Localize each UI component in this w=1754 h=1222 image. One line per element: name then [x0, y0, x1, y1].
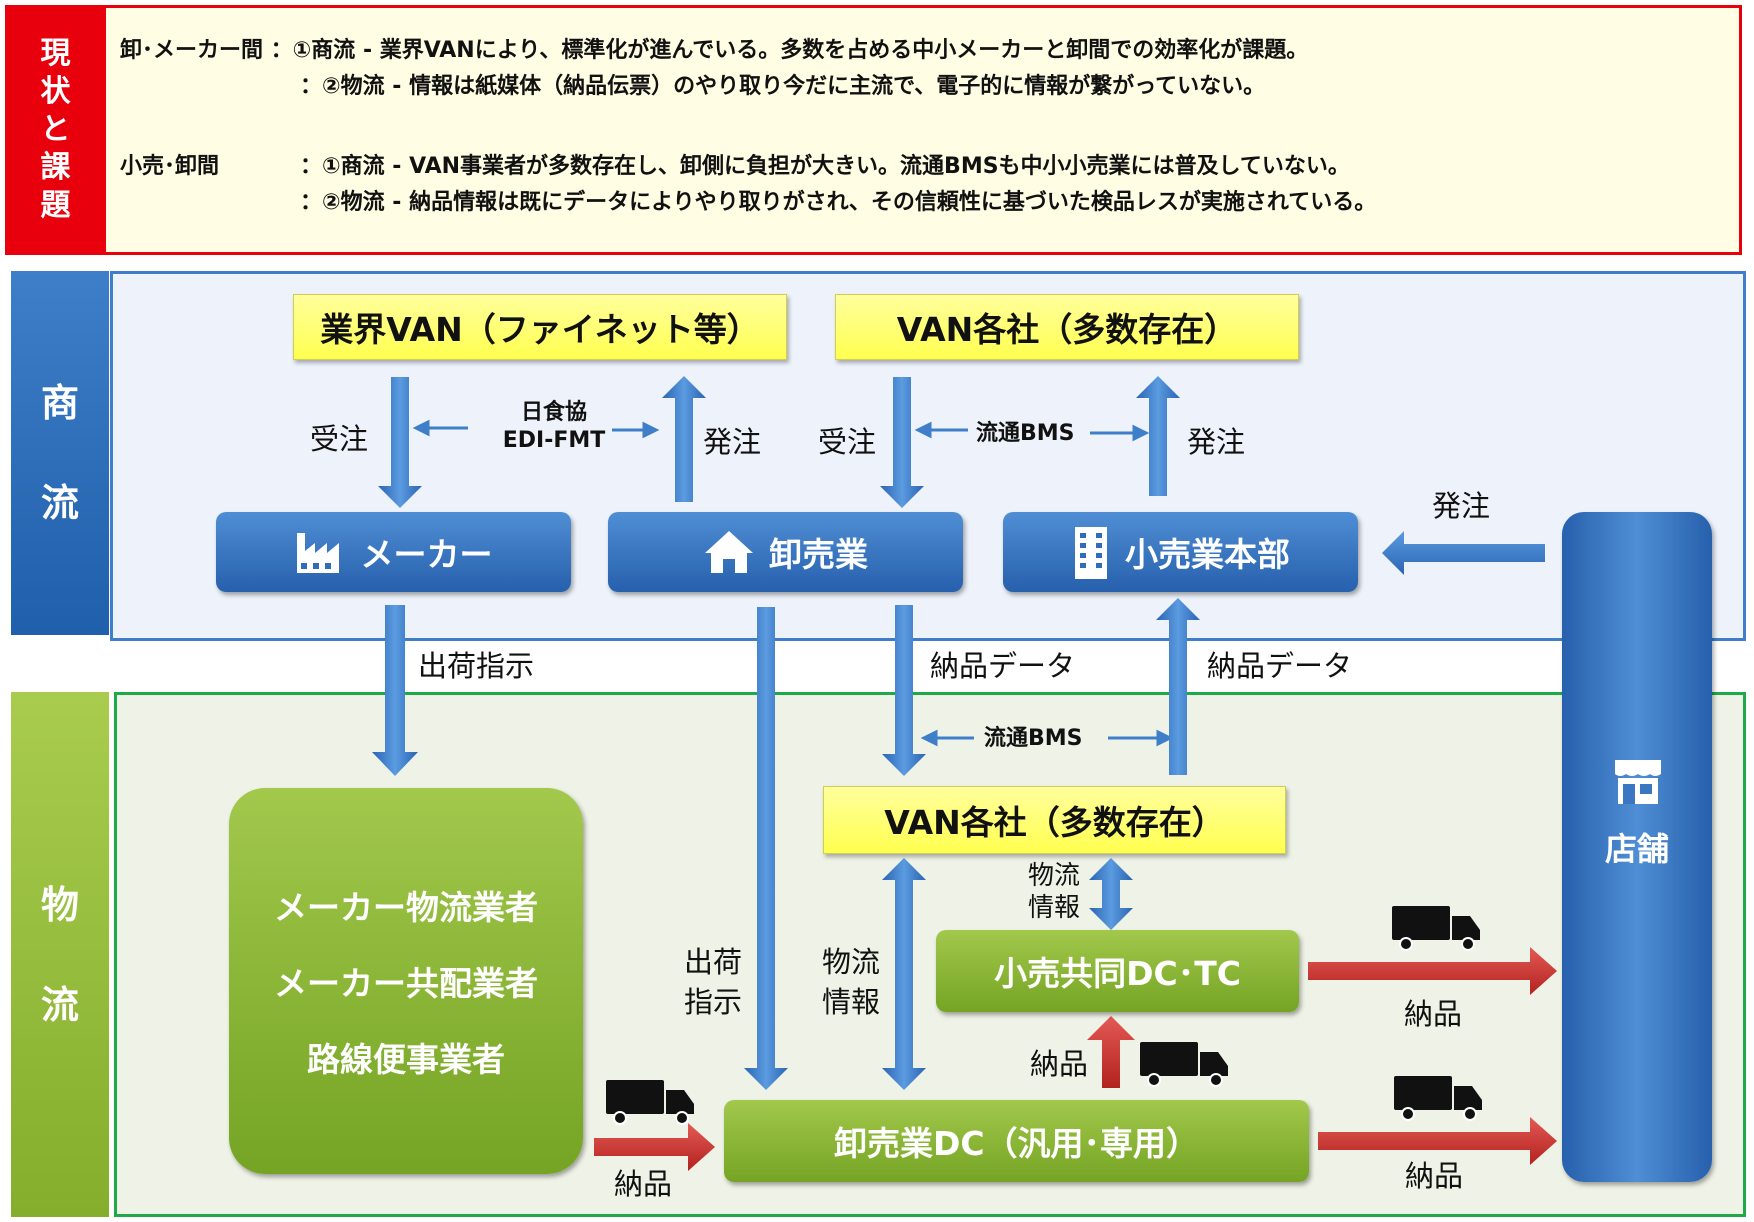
order-place-label: 発注	[1187, 425, 1246, 459]
maker-logistics-line: メーカー共配業者	[274, 964, 538, 1003]
bms-label: 流通BMS	[976, 421, 1075, 446]
arrow-down-industry-van-to-maker	[378, 377, 422, 508]
delivery-data-label: 納品データ	[930, 649, 1076, 683]
section-tag-char: 流	[40, 481, 79, 525]
store-box: 店舗	[1562, 512, 1712, 1182]
logistics-info-line: 情報	[1028, 893, 1081, 923]
logistics-info-label: 物流 情報	[1028, 860, 1080, 924]
issue-line: ：①商流 - VAN事業者が多数存在し、卸側に負担が大きい。流通BMSも中小小売…	[300, 154, 1350, 179]
industry-van-box: 業界VAN（ファイネット等）	[293, 294, 787, 360]
issues-tag: 現 状 と 課 題	[5, 5, 106, 255]
logistics-info-line: 情報	[822, 985, 881, 1019]
delivery-label: 納品	[614, 1167, 673, 1201]
section-tag-char: 物	[40, 882, 79, 927]
order-receive-label: 受注	[310, 422, 369, 456]
arrow-down-wholesale-to-van-bottom	[882, 605, 926, 776]
delivery-label: 納品	[1030, 1047, 1089, 1081]
store-label: 店舗	[1604, 830, 1669, 868]
retail-hq-label: 小売業本部	[1125, 535, 1290, 574]
arrow-delivery-dc-to-store	[1318, 1117, 1557, 1165]
truck-icon	[1140, 1042, 1228, 1087]
arrow-updown-van-to-retail-dc	[1089, 858, 1133, 930]
shipping-instruction-label: 出荷 指示	[684, 942, 742, 1022]
section-tag-char: 流	[40, 982, 79, 1027]
issue-line: 小売･卸間	[120, 154, 220, 179]
edi-label-line: 日食協	[520, 400, 587, 425]
retail-dc-box: 小売共同DC･TC	[936, 930, 1299, 1012]
retail-hq-box: 小売業本部	[1003, 512, 1358, 592]
delivery-data-label: 納品データ	[1207, 649, 1353, 683]
shipping-instruction-label: 出荷指示	[418, 649, 535, 683]
arrow-down-van-to-wholesale	[880, 377, 924, 508]
store-icon	[1615, 760, 1661, 804]
order-place-label: 発注	[703, 425, 762, 459]
issues-tag-char: 題	[40, 188, 71, 223]
arrow-delivery-up-to-retail-dc	[1087, 1016, 1135, 1088]
arrow-up-van-to-retail-hq	[1156, 598, 1200, 775]
issues-tag-char: と	[40, 112, 71, 147]
arrow-updown-van-to-dc	[882, 858, 926, 1090]
factory-icon	[296, 533, 339, 573]
truck-icon	[606, 1080, 694, 1125]
edi-label-line: EDI-FMT	[502, 428, 606, 453]
house-icon	[705, 531, 753, 573]
maker-logistics-line: メーカー物流業者	[274, 888, 538, 927]
logistics-info-line: 物流	[822, 945, 881, 979]
arrow-down-wholesale-to-dc	[744, 607, 788, 1090]
bms-label: 流通BMS	[984, 726, 1083, 751]
arrow-delivery-retail-dc-to-store	[1308, 947, 1557, 995]
maker-logistics-box: メーカー物流業者 メーカー共配業者 路線便事業者	[229, 788, 583, 1174]
wholesale-label: 卸売業	[769, 535, 868, 574]
issues-tag-char: 状	[40, 74, 71, 109]
shipping-instruction-line: 出荷	[684, 945, 743, 979]
logistics-info-label: 物流 情報	[822, 942, 880, 1022]
truck-icon	[1394, 1076, 1482, 1121]
delivery-label: 納品	[1405, 1159, 1464, 1193]
van-many-top-box: VAN各社（多数存在）	[835, 294, 1299, 360]
truck-icon	[1392, 906, 1480, 951]
maker-box: メーカー	[216, 512, 571, 592]
building-icon	[1075, 527, 1107, 579]
logistics-info-line: 物流	[1028, 861, 1081, 891]
wholesale-dc-box: 卸売業DC（汎用･専用）	[724, 1100, 1309, 1182]
issue-line: ：②物流 - 情報は紙媒体（納品伝票）のやり取り今だに主流で、電子的に情報が繋が…	[300, 74, 1266, 99]
van-many-bottom-box: VAN各社（多数存在）	[823, 786, 1286, 854]
issues-box: 卸･メーカー間 ：①商流 - 業界VANにより、標準化が進んでいる。多数を占める…	[106, 5, 1742, 255]
arrow-down-maker-to-logistics	[372, 605, 418, 776]
edi-label: 日食協 EDI-FMT	[494, 399, 614, 455]
maker-label: メーカー	[360, 535, 493, 574]
arrow-up-wholesale-to-industry-van	[662, 376, 706, 502]
issues-tag-char: 課	[40, 150, 71, 185]
order-receive-label: 受注	[818, 425, 877, 459]
maker-logistics-line: 路線便事業者	[307, 1040, 505, 1079]
issue-line: 卸･メーカー間 ：①商流 - 業界VANにより、標準化が進んでいる。多数を占める…	[120, 38, 1309, 63]
arrow-up-retail-to-van	[1136, 376, 1180, 496]
wholesale-box: 卸売業	[608, 512, 963, 592]
arrow-delivery-logistics-to-dc	[594, 1123, 715, 1171]
commercial-flow-tag: 商 流	[11, 271, 109, 635]
issue-line: ：②物流 - 納品情報は既にデータによりやり取りがされ、その信頼性に基づいた検品…	[300, 190, 1377, 215]
section-tag-char: 商	[40, 381, 79, 425]
arrow-left-store-to-retail-hq	[1382, 531, 1545, 575]
delivery-label: 納品	[1404, 997, 1463, 1031]
issues-tag-char: 現	[40, 36, 71, 71]
logistics-flow-tag: 物 流	[11, 692, 109, 1217]
order-place-label: 発注	[1432, 489, 1491, 523]
thin-double-arrows	[412, 419, 1174, 747]
shipping-instruction-line: 指示	[684, 985, 743, 1019]
